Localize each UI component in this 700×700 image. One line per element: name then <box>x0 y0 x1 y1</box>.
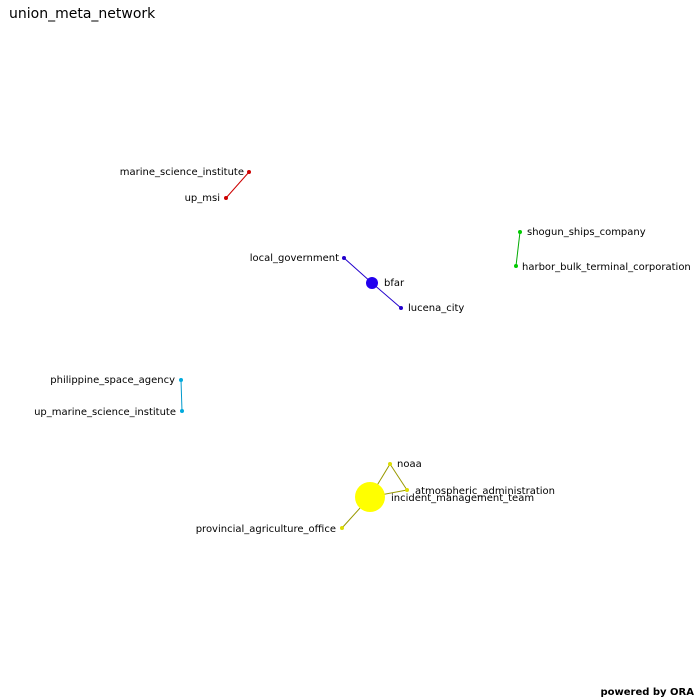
node-label-up_msi: up_msi <box>185 193 220 204</box>
powered-by-footer: powered by ORA <box>600 687 694 698</box>
node-label-shogun_ships_company: shogun_ships_company <box>527 227 646 238</box>
node-label-lucena_city: lucena_city <box>408 303 464 314</box>
node-incident_management_team[interactable] <box>355 482 385 512</box>
node-marine_science_institute[interactable] <box>247 170 251 174</box>
network-title: union_meta_network <box>9 6 156 22</box>
edge-shogun_ships_company-harbor_bulk_terminal_corporation <box>515 231 521 267</box>
node-noaa[interactable] <box>388 462 392 466</box>
edges-layer <box>180 171 521 529</box>
node-label-bfar: bfar <box>384 278 405 289</box>
node-label-incident_management_team: incident_management_team <box>391 493 534 504</box>
node-up_marine_science_institute[interactable] <box>180 409 184 413</box>
edge-noaa-atmospheric_administration <box>389 463 408 491</box>
node-label-noaa: noaa <box>397 459 422 470</box>
node-provincial_agriculture_office[interactable] <box>340 526 344 530</box>
node-label-up_marine_science_institute: up_marine_science_institute <box>34 407 176 418</box>
node-up_msi[interactable] <box>224 196 228 200</box>
edge-marine_science_institute-up_msi <box>225 171 250 199</box>
edge-philippine_space_agency-up_marine_science_institute <box>180 379 183 412</box>
labels-layer: marine_science_institute up_msi shogun_shi… <box>34 167 691 535</box>
nodes-layer <box>179 170 522 530</box>
node-label-atmospheric_administration: atmospheric_administration <box>415 486 555 497</box>
node-bfar[interactable] <box>366 277 378 289</box>
edge-bfar-lucena_city <box>371 282 402 309</box>
node-label-local_government: local_government <box>250 253 339 264</box>
edge-local_government-bfar <box>343 257 373 284</box>
node-label-marine_science_institute: marine_science_institute <box>120 167 244 178</box>
node-local_government[interactable] <box>342 256 346 260</box>
node-label-harbor_bulk_terminal_corporation: harbor_bulk_terminal_corporation <box>522 262 691 273</box>
node-shogun_ships_company[interactable] <box>518 230 522 234</box>
node-harbor_bulk_terminal_corporation[interactable] <box>514 264 518 268</box>
node-atmospheric_administration[interactable] <box>405 488 409 492</box>
node-lucena_city[interactable] <box>399 306 403 310</box>
node-philippine_space_agency[interactable] <box>179 378 183 382</box>
node-label-provincial_agriculture_office: provincial_agriculture_office <box>196 524 336 535</box>
node-label-philippine_space_agency: philippine_space_agency <box>50 375 175 386</box>
